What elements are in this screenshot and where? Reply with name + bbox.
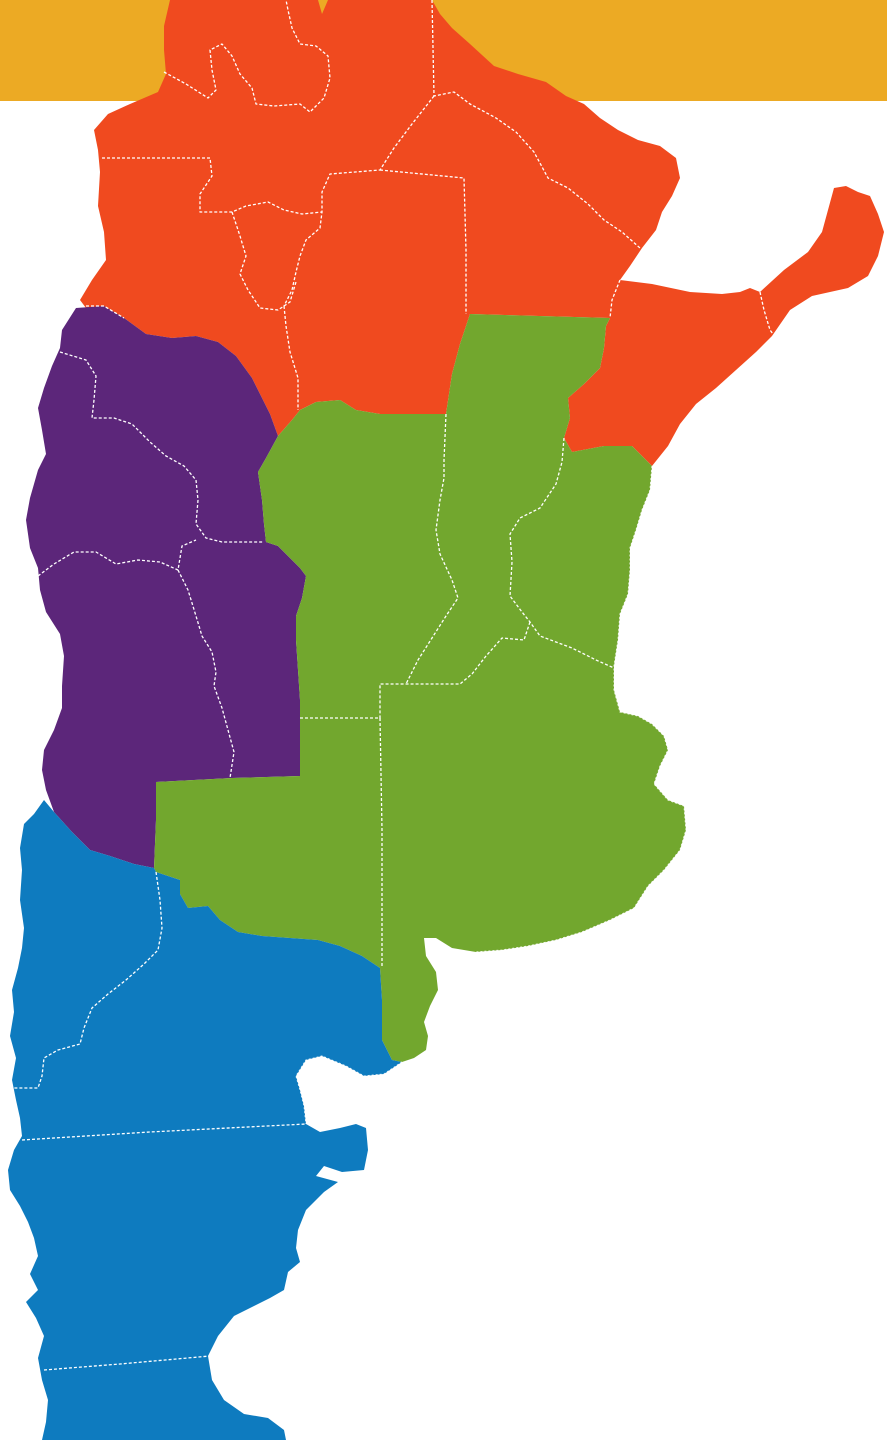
region-patagonia-shape[interactable] bbox=[8, 800, 402, 1440]
region-centro-shape[interactable] bbox=[154, 314, 686, 1062]
coastline-outline bbox=[295, 465, 687, 1125]
region-centro[interactable] bbox=[154, 314, 686, 1062]
region-cuyo[interactable] bbox=[26, 306, 306, 868]
province-borders bbox=[14, 0, 777, 1371]
region-patagonia[interactable] bbox=[8, 800, 402, 1440]
region-cuyo-shape[interactable] bbox=[26, 306, 306, 868]
region-norte[interactable] bbox=[80, 0, 884, 466]
region-norte-shape[interactable] bbox=[80, 0, 884, 466]
